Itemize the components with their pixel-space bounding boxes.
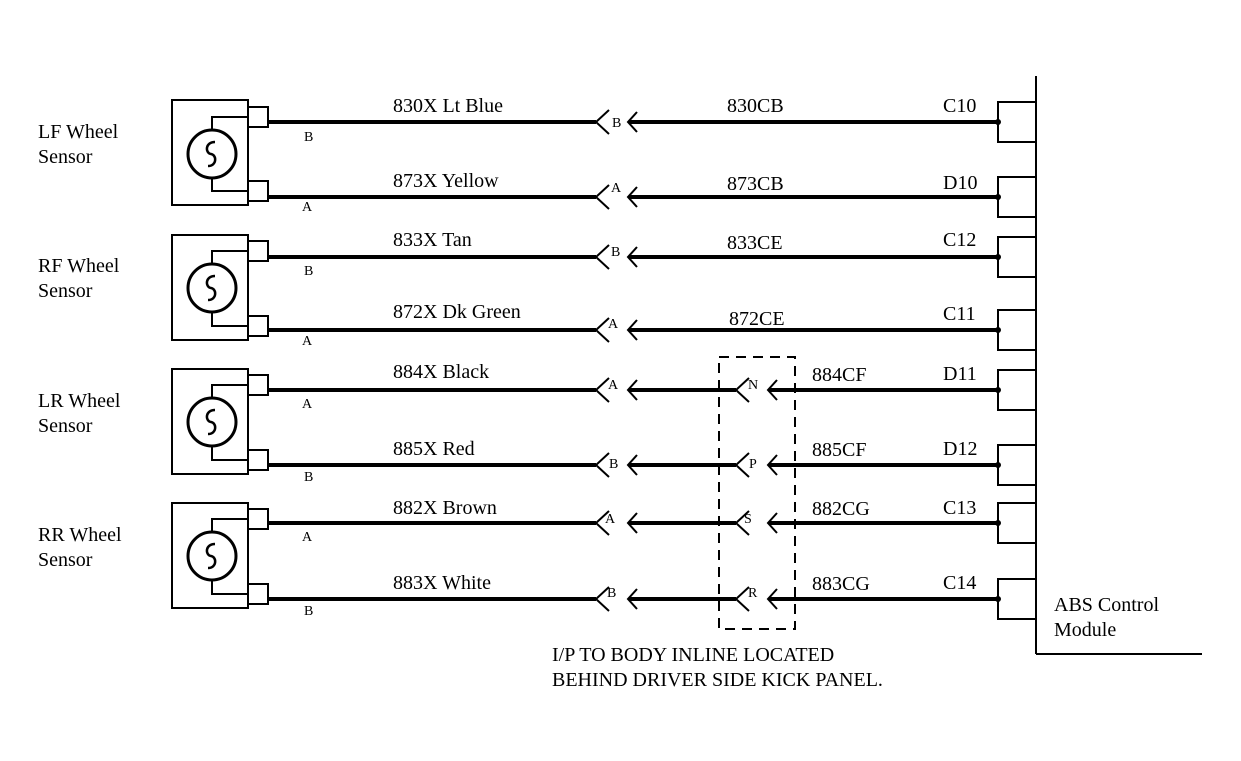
module-pin-label: D11: [943, 363, 977, 385]
sensor-pin: A: [302, 397, 313, 412]
abs-control-module: ABS Control Module: [1035, 76, 1202, 655]
sensor-coil-icon: [186, 530, 238, 582]
module-pin-label: D10: [943, 172, 977, 194]
sensor-pin: A: [302, 530, 313, 545]
wire-label: 882X Brown: [393, 497, 497, 519]
sensor-label-line1: LF Wheel: [38, 121, 119, 143]
module-wire-label: 833CE: [727, 232, 783, 254]
sensor-label-line1: LR Wheel: [38, 390, 121, 412]
inline-pin: A: [608, 378, 619, 393]
circuit-row: 884X Black A A N 884CF D11: [268, 361, 1037, 412]
module-wire-label: 882CG: [812, 498, 870, 520]
module-pin-label: C13: [943, 497, 976, 519]
circuit-row: 830X Lt Blue B B 830CB C10: [268, 95, 1037, 145]
wire-label: 830X Lt Blue: [393, 95, 503, 117]
module-wire-label: 873CB: [727, 173, 784, 195]
module-wire-label: 830CB: [727, 95, 784, 117]
sensor-label-line2: Sensor: [38, 415, 93, 437]
module-label-line2: Module: [1054, 619, 1116, 641]
module-pin-label: C11: [943, 303, 976, 325]
body-pin: R: [748, 586, 758, 601]
module-terminal: [997, 502, 1037, 544]
sensor-label-line1: RR Wheel: [38, 524, 122, 546]
module-label-line1: ABS Control: [1054, 594, 1159, 616]
inline-note-line2: BEHIND DRIVER SIDE KICK PANEL.: [552, 669, 883, 691]
module-wire-label: 884CF: [812, 364, 866, 386]
circuit-row: 872X Dk Green A A 872CE C11: [268, 301, 1037, 351]
module-terminal: [997, 578, 1037, 620]
module-pin-label: C10: [943, 95, 976, 117]
sensor-label-line1: RF Wheel: [38, 255, 120, 277]
sensor-rr: RR Wheel Sensor: [38, 502, 269, 609]
module-pin-label: C14: [943, 572, 976, 594]
module-wire-label: 885CF: [812, 439, 866, 461]
body-pin: P: [749, 457, 757, 472]
inline-pin: A: [611, 181, 622, 196]
sensor-pin: B: [304, 130, 313, 145]
circuit-row: 885X Red B B P 885CF D12: [268, 438, 1037, 486]
module-terminal: [997, 101, 1037, 143]
sensor-rf: RF Wheel Sensor: [38, 234, 269, 341]
inline-connector-box: [718, 356, 796, 630]
sensor-pin: A: [302, 200, 313, 215]
module-terminal: [997, 309, 1037, 351]
inline-note-line1: I/P TO BODY INLINE LOCATED: [552, 644, 834, 666]
wire-label: 872X Dk Green: [393, 301, 521, 323]
wire-label: 885X Red: [393, 438, 475, 460]
wire-label: 873X Yellow: [393, 170, 499, 192]
circuit-row: 883X White B B R 883CG C14: [268, 572, 1037, 620]
module-terminal: [997, 444, 1037, 486]
sensor-pin: B: [304, 604, 313, 619]
module-pin-label: C12: [943, 229, 976, 251]
inline-pin: A: [608, 317, 619, 332]
module-terminal: [997, 369, 1037, 411]
body-pin: S: [744, 512, 752, 527]
wire-label: 833X Tan: [393, 229, 472, 251]
module-pin-label: D12: [943, 438, 977, 460]
inline-pin: B: [607, 586, 616, 601]
wire-label: 884X Black: [393, 361, 489, 383]
sensor-pin: B: [304, 470, 313, 485]
sensor-pin: B: [304, 264, 313, 279]
module-wire-label: 883CG: [812, 573, 870, 595]
inline-pin: B: [611, 245, 620, 260]
circuit-row: 833X Tan B B 833CE C12: [268, 229, 1037, 279]
inline-pin: B: [609, 457, 618, 472]
sensor-coil-icon: [186, 128, 238, 180]
sensor-pin: A: [302, 334, 313, 349]
circuit-row: 873X Yellow A A 873CB D10: [268, 170, 1037, 218]
inline-pin: A: [605, 512, 616, 527]
sensor-lr: LR Wheel Sensor: [38, 368, 269, 475]
sensor-coil-icon: [186, 262, 238, 314]
sensor-label-line2: Sensor: [38, 280, 93, 302]
wire-label: 883X White: [393, 572, 491, 594]
module-terminal: [997, 236, 1037, 278]
sensor-coil-icon: [186, 396, 238, 448]
inline-pin: B: [612, 116, 621, 131]
sensor-lf: LF Wheel Sensor: [38, 99, 269, 206]
circuit-row: 882X Brown A A S 882CG C13: [268, 497, 1037, 545]
sensor-label-line2: Sensor: [38, 146, 93, 168]
sensor-label-line2: Sensor: [38, 549, 93, 571]
module-wire-label: 872CE: [729, 308, 785, 330]
module-terminal: [997, 176, 1037, 218]
body-pin: N: [748, 378, 758, 393]
